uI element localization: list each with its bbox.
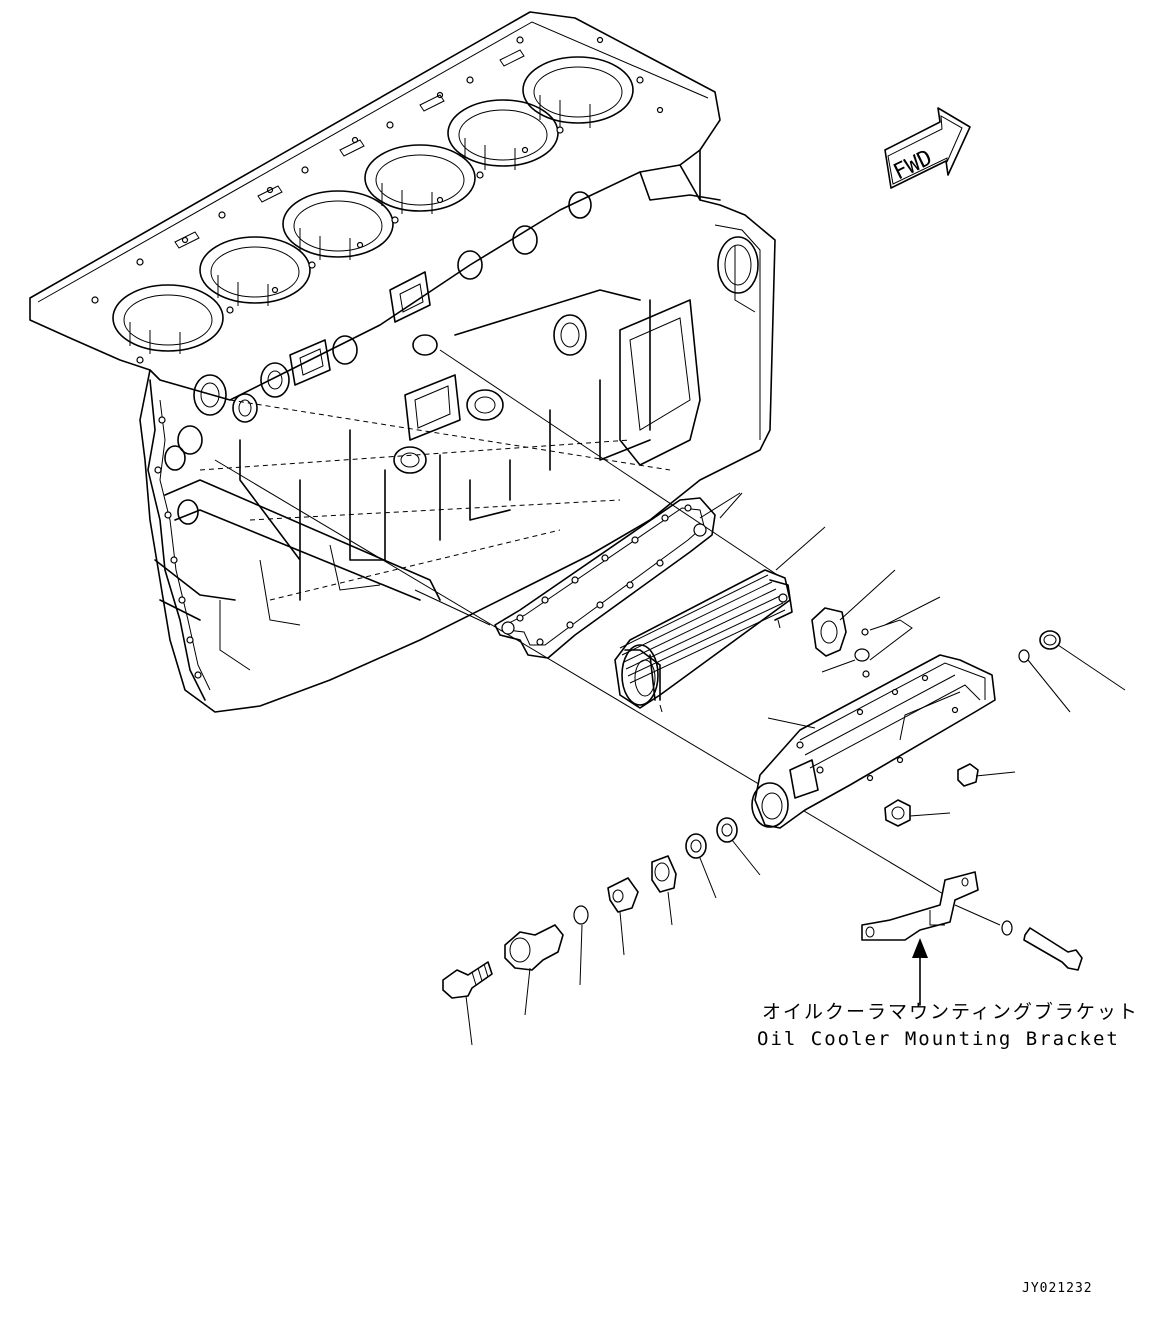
engine-block [29, 11, 776, 713]
oil-cooler-element [614, 526, 826, 713]
small-gasket-and-o-rings [811, 569, 1071, 713]
oil-cooler-cover [751, 654, 996, 829]
annotation-english: Oil Cooler Mounting Bracket [757, 1028, 1120, 1050]
mounting-bolt [442, 961, 493, 1046]
plug [1039, 630, 1126, 691]
cover-plugs [884, 763, 1016, 827]
oil-cooler-gasket [494, 492, 741, 659]
regulator-valve-parts [504, 817, 761, 1016]
oil-cooler-mounting-bracket [861, 871, 1083, 1006]
drawing-code: JY021232 [1022, 1281, 1093, 1296]
alignment-lines [214, 349, 946, 896]
bracket-annotation: オイルクーラマウンティングブラケット Oil Cooler Mounting B… [757, 1000, 1139, 1050]
forward-arrow-icon: FWD [884, 107, 971, 189]
annotation-japanese: オイルクーラマウンティングブラケット [762, 1000, 1139, 1023]
